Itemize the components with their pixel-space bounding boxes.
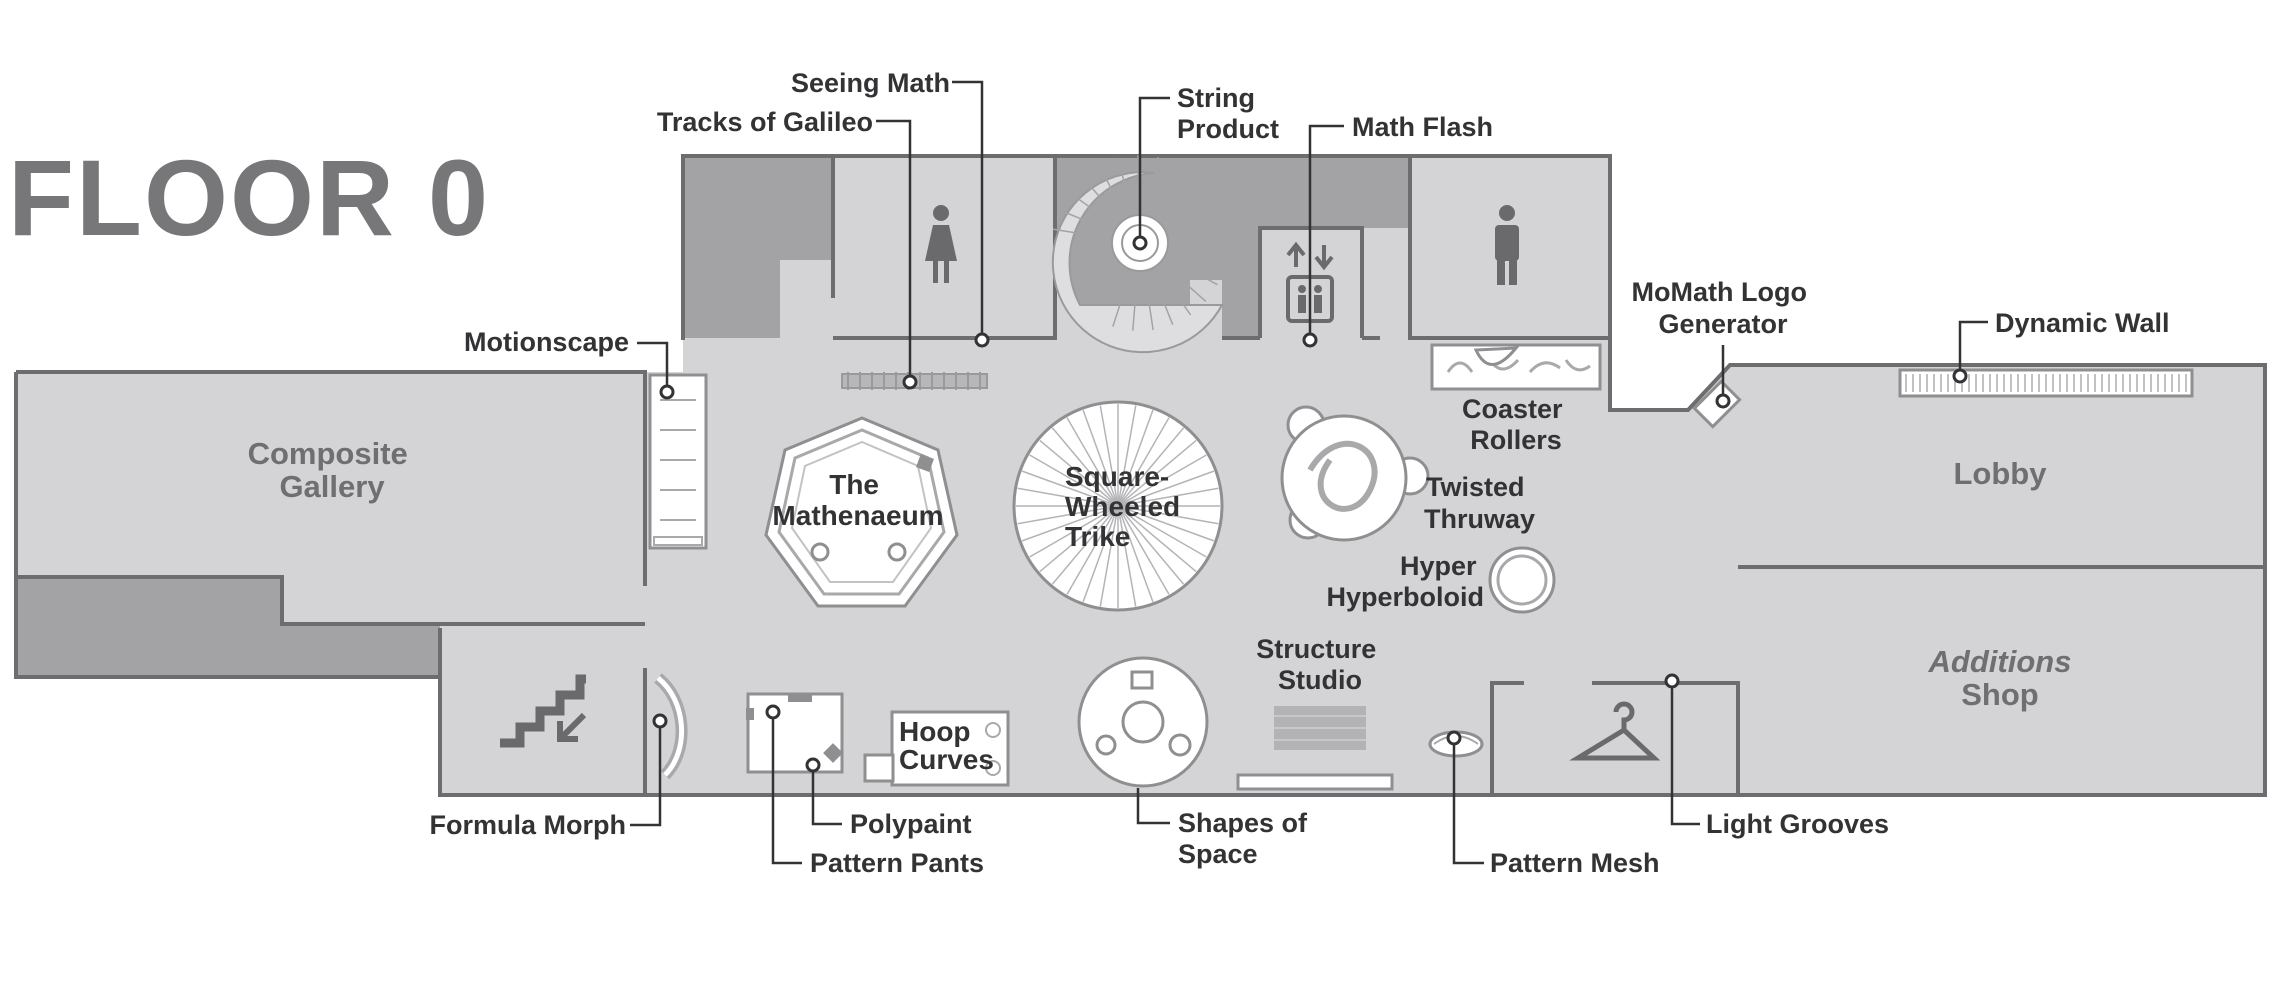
svg-text:Twisted Thruway: Twisted Thruway: [1424, 472, 1535, 534]
composite-gallery-storage: [16, 577, 440, 677]
callout-pattern-mesh: Pattern Mesh: [1446, 730, 1660, 878]
callout-formula-morph: Formula Morph: [430, 713, 668, 840]
square-wheeled-trike-exhibit: [1012, 400, 1224, 612]
callout-seeing-math: Seeing Math: [791, 68, 990, 348]
callout-dynamic-wall: Dynamic Wall: [1952, 308, 2170, 384]
svg-text:Polypaint: Polypaint: [850, 809, 972, 839]
svg-text:Math Flash: Math Flash: [1352, 112, 1493, 142]
pattern-pants-exhibit: [746, 692, 844, 774]
additions-shop-label: Shop: [1961, 677, 2039, 712]
svg-text:Coaster Rollers: Coaster Rollers: [1462, 394, 1570, 455]
callout-hyper-hyperboloid: Hyper Hyperboloid: [1326, 551, 1484, 612]
svg-text:Formula Morph: Formula Morph: [430, 810, 627, 840]
shapes-of-space-exhibit: [1077, 656, 1209, 788]
structure-studio-exhibit: [1236, 706, 1394, 791]
svg-text:Pattern Mesh: Pattern Mesh: [1490, 848, 1660, 878]
callout-shapes-of-space: Shapes of Space: [1136, 788, 1315, 869]
callout-structure-studio: Structure Studio: [1256, 634, 1384, 695]
callout-motionscape: Motionscape: [464, 327, 675, 400]
callout-tracks-of-galileo: Tracks of Galileo: [657, 107, 918, 390]
upper-left-service: [683, 156, 833, 338]
svg-text:Pattern Pants: Pattern Pants: [810, 848, 984, 878]
svg-text:Seeing Math: Seeing Math: [791, 68, 950, 98]
floor-title: FLOOR 0: [8, 137, 490, 258]
svg-text:Dynamic Wall: Dynamic Wall: [1995, 308, 2170, 338]
svg-text:Hyper Hyperboloid: Hyper Hyperboloid: [1326, 551, 1484, 612]
twisted-thruway-exhibit: [1280, 405, 1430, 542]
stairs-down-icon: [500, 674, 587, 748]
callout-pattern-pants: Pattern Pants: [765, 704, 984, 878]
callout-math-flash: Math Flash: [1302, 112, 1493, 348]
mens-restroom-icon: [1495, 205, 1519, 285]
composite-gallery-label: Composite Gallery: [248, 436, 417, 504]
callout-polypaint: Polypaint: [805, 757, 972, 839]
callout-coaster-rollers: Coaster Rollers: [1462, 394, 1570, 455]
mathenaeum-exhibit: [764, 416, 959, 608]
svg-text:Light Grooves: Light Grooves: [1706, 809, 1889, 839]
coat-check-hanger-icon: [1569, 701, 1661, 761]
hoop-curves-exhibit: [863, 710, 1010, 787]
hyper-hyperboloid-exhibit: [1488, 546, 1556, 614]
svg-text:Shapes of Space: Shapes of Space: [1178, 808, 1315, 869]
callout-light-grooves: Light Grooves: [1664, 673, 1889, 839]
callout-momath-logo-generator: MoMath Logo Generator: [1632, 277, 1815, 409]
svg-text:String Product: String Product: [1177, 83, 1279, 144]
motionscape-exhibit: [648, 373, 708, 550]
formula-morph-exhibit: [653, 673, 688, 780]
svg-text:Tracks of Galileo: Tracks of Galileo: [657, 107, 873, 137]
coaster-rollers-exhibit: [1430, 343, 1602, 391]
mathenaeum-label: The Mathenaeum: [772, 469, 943, 531]
square-wheeled-trike-label: Square- Wheeled Trike: [1065, 461, 1188, 552]
womens-restroom-icon: [925, 205, 957, 283]
svg-text:MoMath Logo Generator: MoMath Logo Generator: [1632, 277, 1815, 339]
callout-string-product: String Product: [1132, 83, 1279, 251]
lobby-label: Lobby: [1954, 456, 2048, 491]
callout-twisted-thruway: Twisted Thruway: [1424, 472, 1535, 534]
dynamic-wall-exhibit: [1898, 368, 2194, 398]
upper-center-service: [1055, 156, 1410, 338]
hoop-curves-label: Hoop Curves: [899, 716, 994, 775]
svg-text:Motionscape: Motionscape: [464, 327, 629, 357]
svg-text:Structure Studio: Structure Studio: [1256, 634, 1384, 695]
additions-shop-brand: Additions: [1928, 644, 2072, 679]
